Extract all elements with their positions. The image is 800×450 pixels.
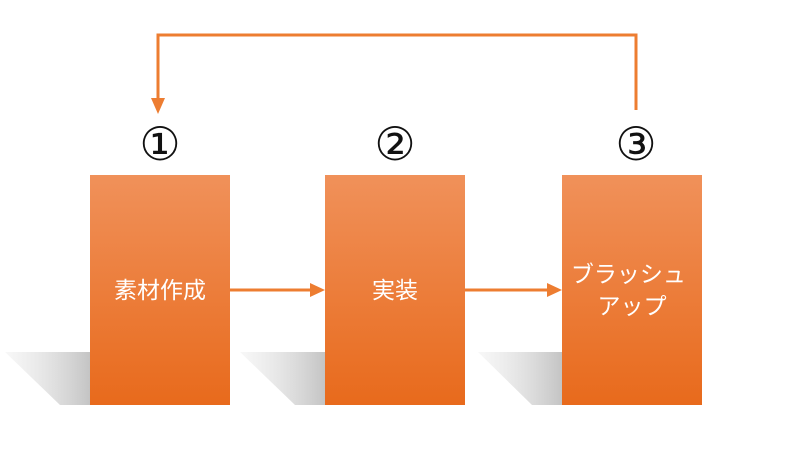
- step-number-3: ③: [615, 117, 656, 171]
- step-label-3-line-1: ブラッシュ: [571, 262, 686, 288]
- box-shadow-3: [478, 352, 562, 405]
- box-shadow-1: [5, 352, 90, 405]
- step-number-2: ②: [374, 117, 415, 171]
- step-box-1: [90, 175, 230, 405]
- arrow-1-to-2: [230, 283, 325, 297]
- loop-back-arrow: [151, 33, 638, 114]
- step-label-2: 実装: [372, 278, 418, 304]
- step-number-1: ①: [139, 117, 180, 171]
- step-box-3: [562, 175, 702, 405]
- step-label-3-line-2: アップ: [598, 294, 667, 320]
- arrow-2-to-3: [465, 283, 562, 297]
- step-label-3: ブラッシュ アップ: [571, 262, 693, 320]
- step-box-2: [325, 175, 465, 405]
- box-shadow-2: [240, 352, 325, 405]
- step-label-1: 素材作成: [114, 278, 206, 304]
